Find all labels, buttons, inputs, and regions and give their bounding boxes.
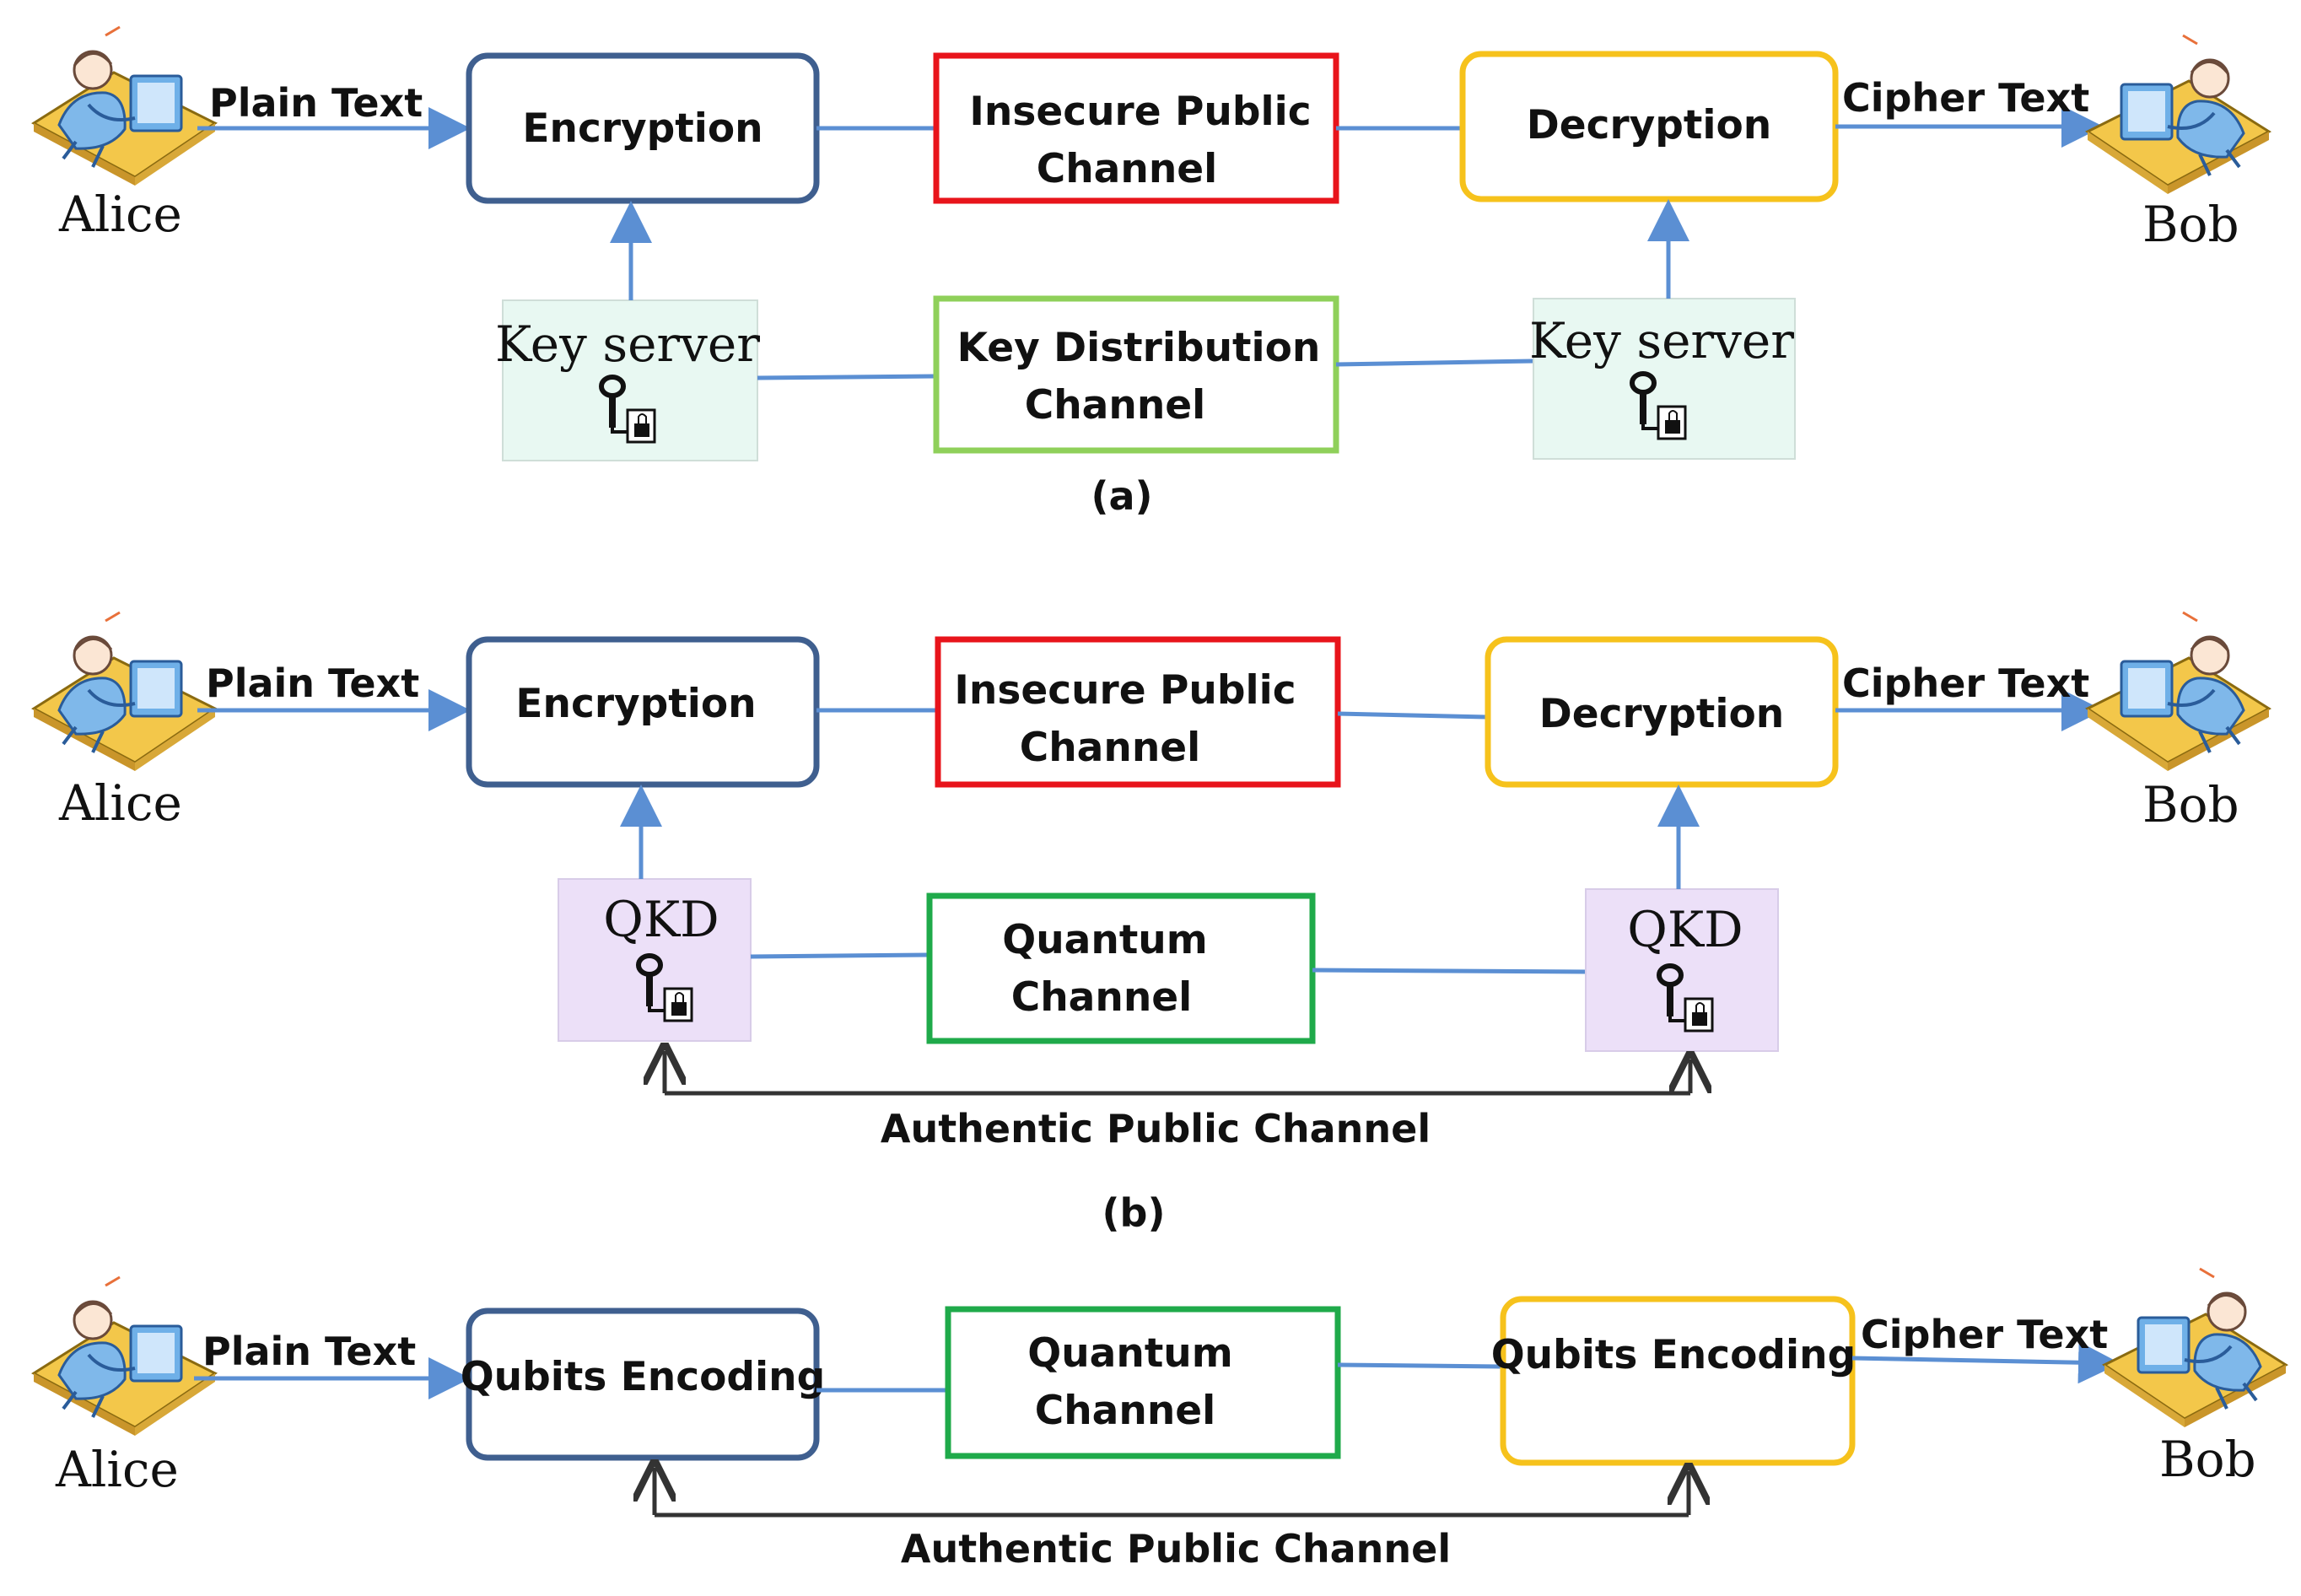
cipher-text-label: Cipher Text (1842, 661, 2089, 706)
bob-person-icon (2086, 34, 2271, 196)
encryption-label: Encryption (515, 681, 756, 727)
quantum-channel-line1: Quantum (1002, 917, 1208, 963)
alice-person-icon (32, 25, 217, 187)
qkd-left-box (558, 878, 752, 1042)
decryption-label: Decryption (1539, 691, 1785, 737)
insecure-channel-line1: Insecure Public (969, 89, 1311, 135)
bob-label: Bob (2142, 196, 2239, 253)
authentic-channel-label: Authentic Public Channel (881, 1106, 1431, 1151)
quantum-channel-box (926, 892, 1316, 1044)
bob-label: Bob (2159, 1431, 2256, 1488)
quantum-channel-line2: Channel (1035, 1388, 1216, 1434)
plain-text-label: Plain Text (206, 661, 419, 706)
quantum-to-qkd-line (1312, 968, 1587, 974)
insecure-channel-line1: Insecure Public (954, 667, 1296, 714)
quantum-to-enc-right-line (1337, 1362, 1502, 1369)
panel-c: Alice Plain Text Qubits Encoding Quantum… (32, 1267, 2288, 1572)
panel-b: Alice Plain Text Encryption Insecure Pub… (32, 611, 2271, 1236)
key-distribution-channel-box (933, 295, 1339, 454)
panel-a: Alice Plain Text Encryption Insecure Pub… (32, 25, 2271, 519)
qkd-right-label: QKD (1627, 901, 1743, 958)
cipher-text-arrow (1851, 1341, 2120, 1384)
insecure-public-channel-box (935, 636, 1341, 788)
plain-text-label: Plain Text (202, 1329, 416, 1374)
alice-person-icon (32, 1275, 217, 1437)
caption-b: (b) (1102, 1190, 1166, 1236)
bob-person-icon (2103, 1267, 2288, 1429)
qubits-encoding-right-label: Qubits Encoding (1491, 1332, 1856, 1378)
alice-label: Alice (55, 1441, 179, 1498)
cipher-text-label: Cipher Text (1842, 75, 2089, 121)
alice-label: Alice (58, 774, 182, 832)
insecure-channel-line2: Channel (1037, 146, 1218, 192)
plain-text-label: Plain Text (209, 80, 423, 126)
key-server-right-label: Key server (1529, 312, 1794, 369)
alice-label: Alice (58, 186, 182, 243)
decryption-label: Decryption (1527, 102, 1772, 148)
bob-person-icon (2086, 611, 2271, 773)
qubits-encoding-right-box (1500, 1296, 1856, 1466)
alice-person-icon (32, 611, 217, 773)
keyserver-to-kdc-line (757, 374, 935, 380)
qkd-left-label: QKD (603, 891, 719, 948)
kdc-to-keyserver-line (1335, 359, 1534, 367)
insecure-public-channel-box (933, 52, 1339, 204)
bob-label: Bob (2142, 776, 2239, 833)
insecure-to-dec-line (1337, 711, 1487, 720)
kdc-line1: Key Distribution (957, 325, 1321, 371)
quantum-channel-line1: Quantum (1027, 1330, 1233, 1377)
quantum-channel-box (945, 1306, 1341, 1459)
qubits-encoding-left-box (466, 1308, 820, 1461)
kdc-line2: Channel (1025, 382, 1206, 429)
encryption-label: Encryption (522, 105, 763, 152)
insecure-channel-line2: Channel (1020, 725, 1201, 771)
qubits-encoding-left-label: Qubits Encoding (461, 1354, 826, 1400)
cipher-text-label: Cipher Text (1861, 1312, 2108, 1357)
caption-a: (a) (1091, 473, 1152, 519)
authentic-channel-label: Authentic Public Channel (901, 1526, 1451, 1572)
quantum-channel-line2: Channel (1011, 974, 1193, 1021)
key-server-left-label: Key server (495, 315, 760, 373)
qkd-to-quantum-line (750, 952, 929, 959)
